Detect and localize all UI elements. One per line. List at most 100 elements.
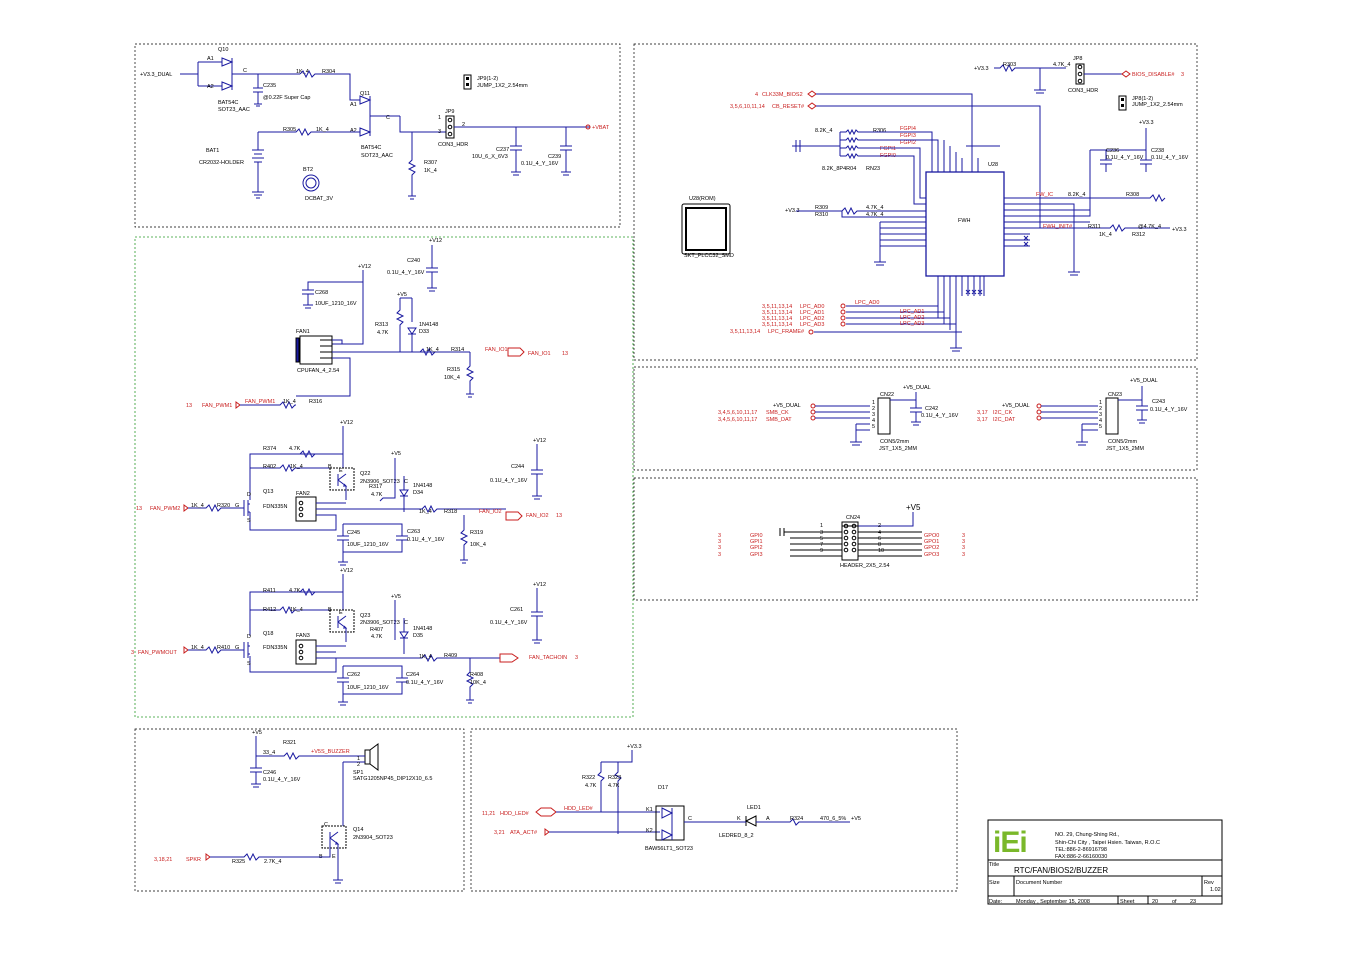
- cn22-part: CON5/2mm: [880, 439, 909, 445]
- r310-ref: R310: [815, 212, 828, 218]
- r316-val: 1K_4: [283, 399, 296, 405]
- cn24-ref: CN24: [846, 515, 860, 521]
- c238-ref: C238: [1151, 148, 1164, 154]
- lpc-ad1-wire-label: LPC_AD1: [900, 309, 924, 315]
- r411-val: 4.7K: [289, 588, 301, 594]
- lpc-ad3-ref: 3,5,11,13,14: [762, 322, 792, 328]
- bat1-part: CR2032-HOLDER: [199, 160, 244, 166]
- jp8-legend-2: JUMP_1X2_2.54mm: [1132, 102, 1183, 108]
- c263-ref: C263: [407, 529, 420, 535]
- cn22-pin5: 5: [872, 424, 875, 430]
- c239-ref: C239: [548, 154, 561, 160]
- d34-part: 1N4148: [413, 483, 432, 489]
- r309-val: 4.7K_4: [866, 205, 883, 211]
- gpi3-ref: 3: [718, 552, 721, 558]
- c243-ref: C243: [1152, 399, 1165, 405]
- jp9-ref: JP9: [445, 109, 454, 115]
- r323-val: 4.7K: [608, 783, 620, 789]
- lpc-ad2-net: LPC_AD2: [800, 316, 824, 322]
- r307-val: 1K_4: [424, 168, 437, 174]
- c245-val: 10UF_1210_16V: [347, 542, 389, 548]
- smb-dat-net: SMB_DAT: [766, 417, 792, 423]
- q10-c-pin: C: [243, 68, 247, 74]
- sp1-part: SATG1205NP45_DIP12X10_6.5: [353, 776, 432, 782]
- cn22-ref: CN22: [880, 392, 894, 398]
- r321-ref: R321: [283, 740, 296, 746]
- r322-ref: R322: [582, 775, 595, 781]
- gpi2-net: GPI2: [750, 545, 763, 551]
- r409-val: 1K_4: [419, 654, 432, 660]
- sp1-pin2: 2: [357, 762, 360, 768]
- gpo0-net: GPO0: [924, 533, 939, 539]
- r325-ref: R325: [232, 859, 245, 865]
- fwh-init-net: FWH_INIT#: [1043, 224, 1073, 230]
- cn24-pin10: 10: [878, 548, 884, 554]
- q10-part: BAT54C: [218, 100, 238, 106]
- cn22-v5dual-label: +V5_DUAL: [903, 385, 931, 391]
- of-label: of: [1172, 899, 1177, 905]
- r325-val: 2.7K_4: [264, 859, 281, 865]
- fan2-v5-label: +V5: [391, 451, 401, 457]
- title-block: iEi NO. 29, Chung-Shing Rd., Shin-Chi Ci…: [987, 819, 1223, 905]
- i2c-v5dual-label: +V5_DUAL: [1002, 403, 1030, 409]
- bios-v33-label: +V3.3: [974, 66, 989, 72]
- c239-val: 0.1U_4_Y_16V: [521, 161, 559, 167]
- jp9-legend-2: JUMP_1X2_2.54mm: [477, 83, 528, 89]
- rev-label: Rev: [1204, 880, 1214, 886]
- r316-ref: R316: [309, 399, 322, 405]
- jp9-pin1: 1: [438, 115, 441, 121]
- lpc-ad2-wire-label: LPC_AD2: [900, 315, 924, 321]
- gpo3-net: GPO3: [924, 552, 939, 558]
- lpc-frame-ref: 3,5,11,13,14: [730, 329, 760, 335]
- bt2-ref: BT2: [303, 167, 313, 173]
- cn22-pin3: 3: [872, 412, 875, 418]
- r408-ref: R408: [470, 672, 483, 678]
- cn24-pin4: 4: [878, 530, 881, 536]
- fan3-v5-label: +V5: [391, 594, 401, 600]
- cn23-ref: CN23: [1108, 392, 1122, 398]
- ata-act-port: ATA_ACT#: [510, 830, 538, 836]
- cn23-pin4: 4: [1099, 418, 1102, 424]
- r374-ref: R374: [263, 446, 276, 452]
- cn23-v5dual-label: +V5_DUAL: [1130, 378, 1158, 384]
- r314-ref: R314: [451, 347, 464, 353]
- r321-val: 33_4: [263, 750, 275, 756]
- sheet-title: RTC/FAN/BIOS2/BUZZER: [1014, 866, 1108, 875]
- q22-e-pin: E: [339, 468, 343, 474]
- u28-fwh: U28 FWH: [925, 162, 1005, 277]
- c237-ref: C237: [496, 147, 509, 153]
- q14-c-pin: C: [324, 822, 328, 828]
- fan3-v12-label: +V12: [340, 568, 353, 574]
- c244-v12-label: +V12: [533, 438, 546, 444]
- q22-c-pin: C: [404, 479, 408, 485]
- c264-val: 0.1U_4_Y_16V: [406, 680, 444, 686]
- fan-pwm2-ref: 13: [136, 506, 142, 512]
- fan-io2-ref: 13: [556, 513, 562, 519]
- lpc-ad0-ref: 3,5,11,13,14: [762, 304, 792, 310]
- cn23-pkg: JST_1X5_2MM: [1106, 446, 1144, 452]
- q14-ref: Q14: [353, 827, 363, 833]
- jp9-part: CON3_HDR: [438, 142, 468, 148]
- r305-val: 1K_4: [316, 127, 329, 133]
- q11-part: BAT54C: [361, 145, 381, 151]
- r402-ref: R402: [263, 464, 276, 470]
- cn22-pin1: 1: [872, 400, 875, 406]
- fan-pwm1-net: FAN_PWM1: [245, 399, 275, 405]
- cn24-pin3: 3: [820, 530, 823, 536]
- r402-val: 1K_4: [290, 464, 303, 470]
- gpo2-ref: 3: [962, 545, 965, 551]
- bios-section: +V3.3 R303 4.7K_4 JP8 CON3_HDR BIOS_DISA…: [681, 56, 1189, 352]
- rtc-section: +V3.3_DUAL Q10 A1 A2 C BAT54C SOT23_AAC …: [140, 47, 610, 202]
- u28-rom-ref: U28(ROM): [689, 196, 716, 202]
- cn22-pin2: 2: [872, 406, 875, 412]
- q23-e-pin: E: [339, 610, 343, 616]
- fan1-v12-label: +V12: [358, 264, 371, 270]
- gpi3-net: GPI3: [750, 552, 763, 558]
- led1-part: LEDRED_8_2: [719, 833, 754, 839]
- cn23-pin1: 1: [1099, 400, 1102, 406]
- q10-a2-pin: A2: [207, 84, 214, 90]
- c262-val: 10UF_1210_16V: [347, 685, 389, 691]
- cn24-pin7: 7: [820, 542, 823, 548]
- r324-ref: R324: [790, 816, 803, 822]
